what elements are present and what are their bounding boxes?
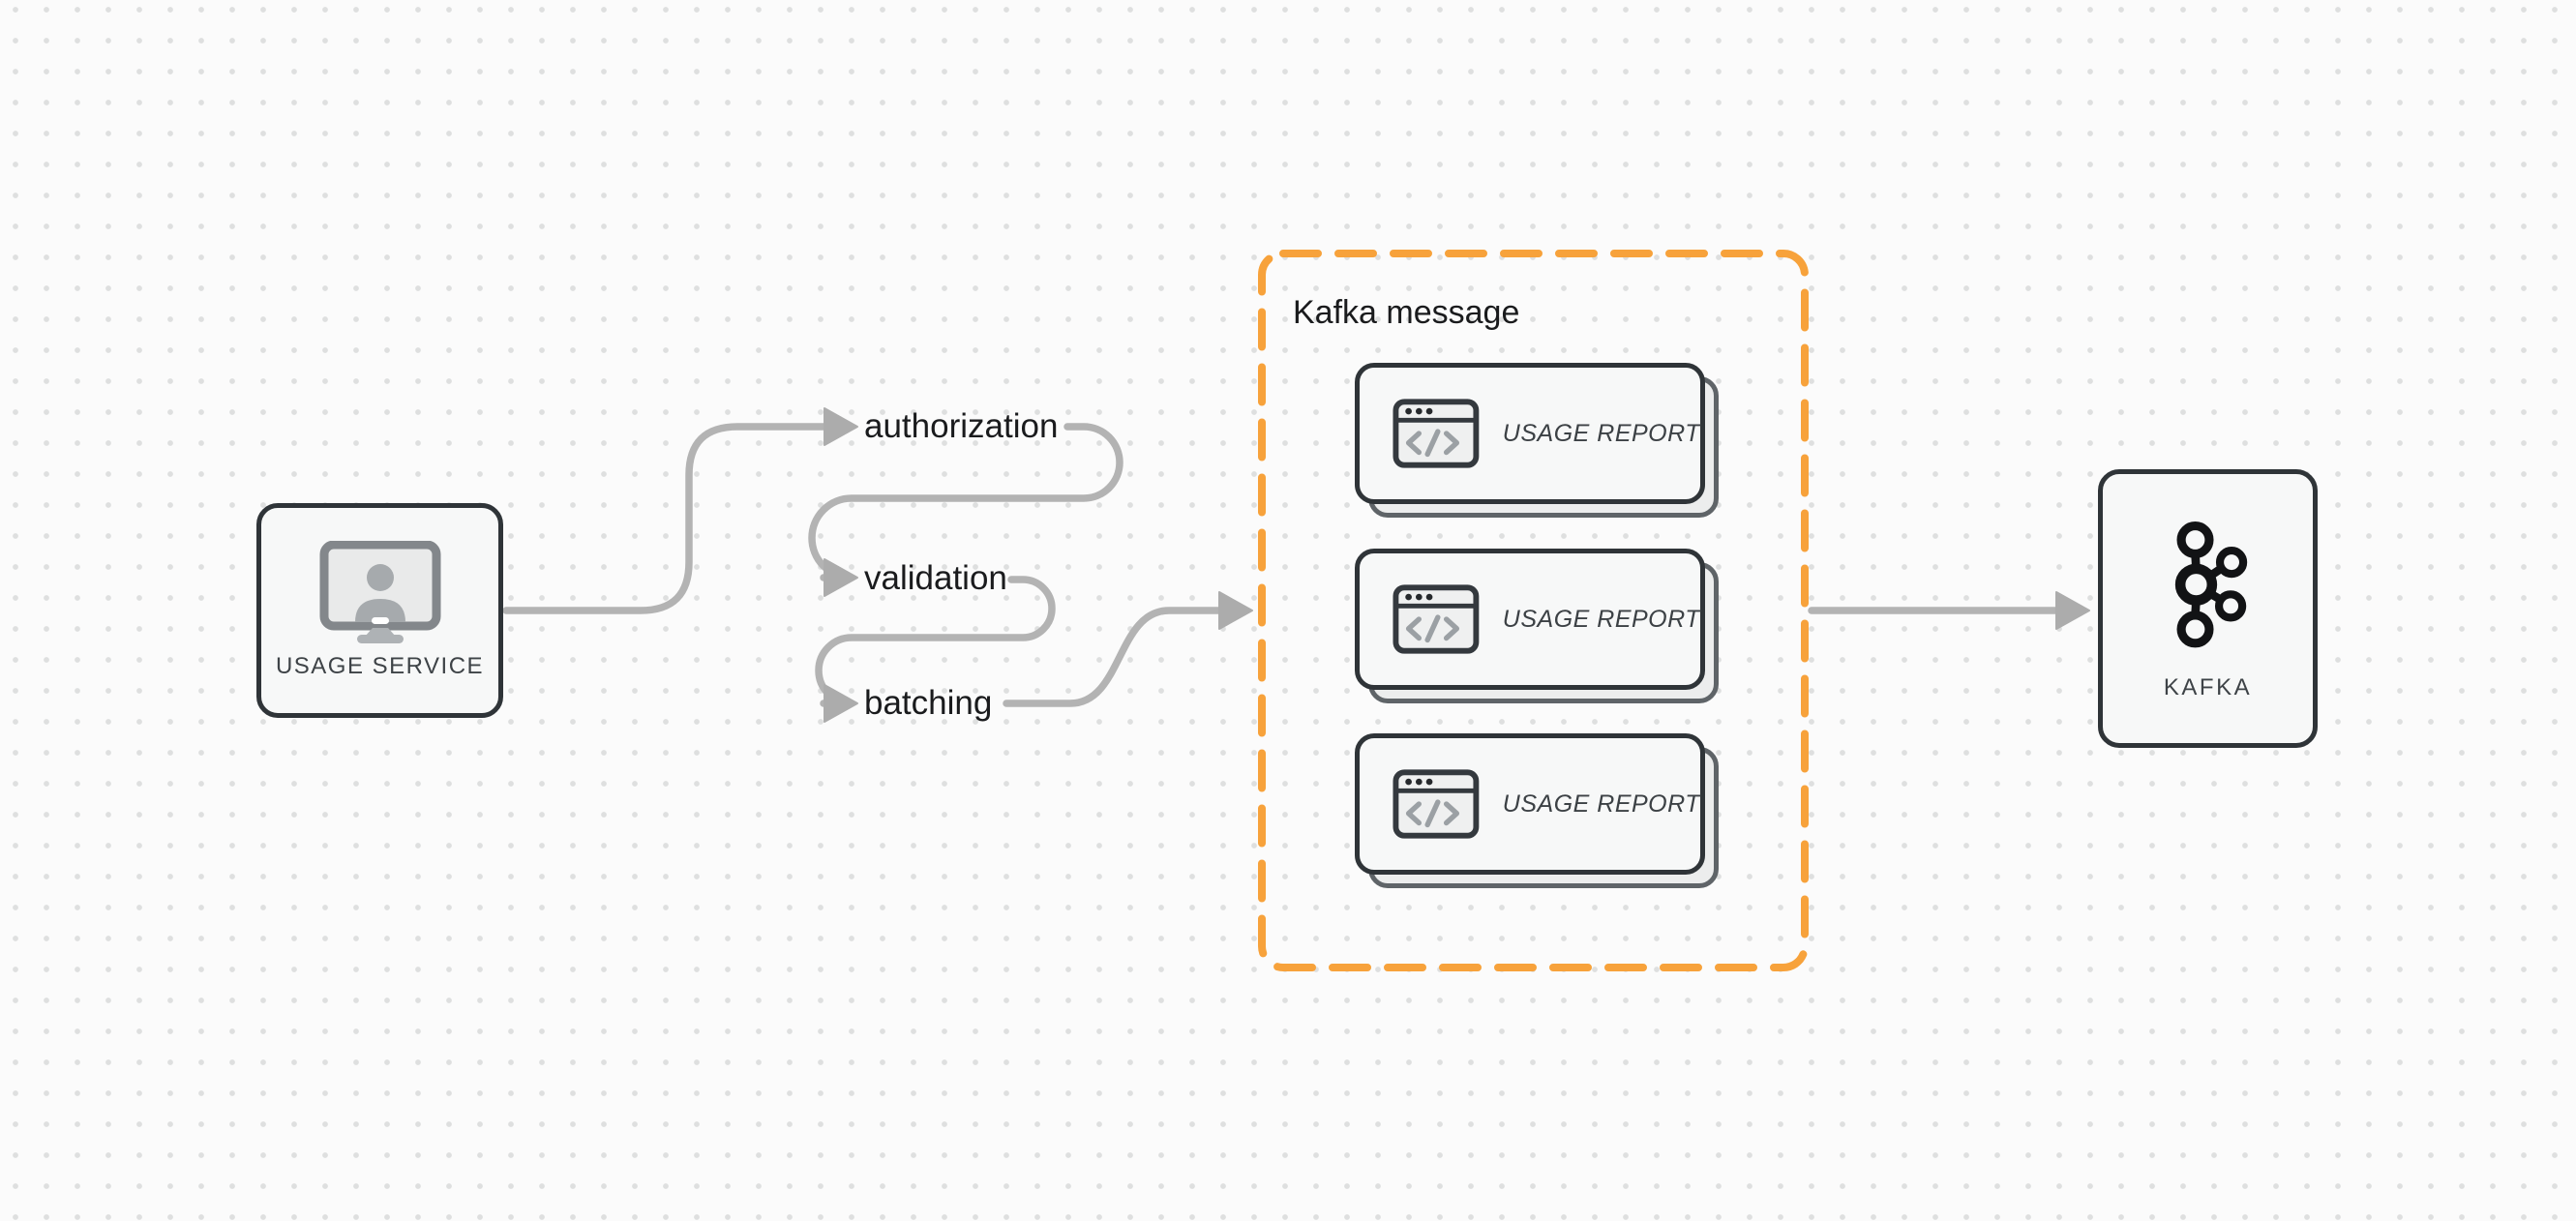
step-label-validation: validation (864, 559, 1007, 597)
usage-report-card: USAGE REPORT (1355, 363, 1719, 518)
usage-report-label: USAGE REPORT (1502, 605, 1700, 633)
arrowhead-icon (824, 684, 858, 723)
arrowhead-icon (1218, 591, 1253, 630)
connector-authorization-to-validation (808, 423, 1123, 597)
arrowhead-icon (824, 407, 858, 446)
code-window-icon (1393, 769, 1480, 839)
connector-usage-to-authorization (502, 407, 858, 614)
arrowhead-icon (2055, 591, 2090, 630)
kafka-label: KAFKA (2163, 674, 2253, 700)
code-window-icon (1393, 399, 1480, 468)
connector-validation-to-batching (815, 576, 1056, 723)
connector-kafka-message-to-kafka (1808, 591, 2090, 630)
usage-report-label: USAGE REPORT (1502, 419, 1700, 447)
node-kafka: KAFKA (2098, 469, 2318, 748)
card-front: USAGE REPORT (1355, 733, 1705, 875)
node-usage-service: USAGE SERVICE (256, 503, 503, 718)
kafka-message-group-title: Kafka message (1293, 294, 1520, 331)
card-front: USAGE REPORT (1355, 549, 1705, 690)
usage-report-card: USAGE REPORT (1355, 549, 1719, 703)
step-label-authorization: authorization (864, 407, 1059, 445)
connector-batching-to-kafka-message (1003, 591, 1253, 707)
usage-report-card: USAGE REPORT (1355, 733, 1719, 888)
arrowhead-icon (824, 558, 858, 597)
step-label-batching: batching (864, 684, 993, 722)
code-window-icon (1393, 584, 1480, 654)
kafka-logo-icon (2174, 521, 2247, 648)
card-front: USAGE REPORT (1355, 363, 1705, 504)
usage-service-label: USAGE SERVICE (275, 653, 485, 679)
monitor-user-icon (319, 541, 440, 643)
kafka-message-group-border (1258, 250, 1809, 971)
usage-report-label: USAGE REPORT (1502, 789, 1700, 818)
